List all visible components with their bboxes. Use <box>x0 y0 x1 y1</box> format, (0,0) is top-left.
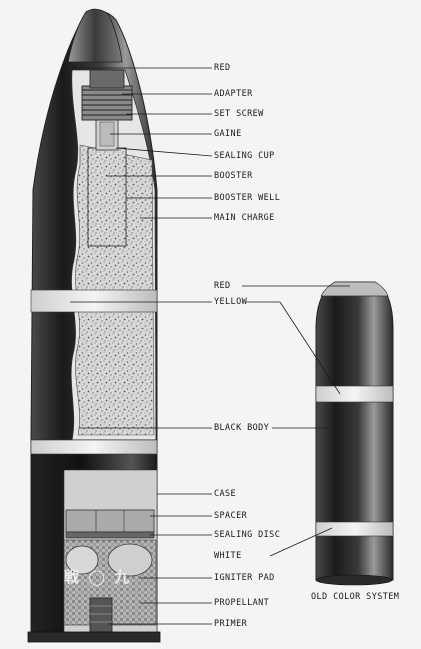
label-primer: PRIMER <box>214 619 248 629</box>
booster-well <box>87 147 127 247</box>
cutaway-round <box>27 8 161 643</box>
leader-white-old <box>269 527 333 557</box>
label-sealing-cup: SEALING CUP <box>214 151 275 161</box>
old-round-nose <box>320 281 389 297</box>
label-adapter: ADAPTER <box>214 89 253 99</box>
old-round-yellow-band <box>315 385 394 403</box>
primer <box>89 597 113 633</box>
caption-old-color-system: OLD COLOR SYSTEM <box>311 592 400 602</box>
old-round-white-band <box>315 521 394 537</box>
leader-yellow-old-diag <box>279 301 341 395</box>
label-yellow: YELLOW <box>214 297 248 307</box>
label-white: WHITE <box>214 551 242 561</box>
label-case: CASE <box>214 489 237 499</box>
label-propellant: PROPELLANT <box>214 598 270 608</box>
label-igniter-pad: IGNITER PAD <box>214 573 275 583</box>
label-red-2: RED <box>214 281 231 291</box>
label-gaine: GAINE <box>214 129 242 139</box>
label-main-charge: MAIN CHARGE <box>214 213 275 223</box>
yellow-band-left <box>30 289 158 313</box>
fuze-head <box>89 69 125 89</box>
igniter-pad <box>65 545 99 575</box>
label-booster-well: BOOSTER WELL <box>214 193 281 203</box>
label-black-body: BLACK BODY <box>214 423 270 433</box>
igniter-pad-lump <box>107 543 153 577</box>
case-base <box>27 631 161 643</box>
sealing-disc <box>65 531 155 539</box>
old-round-base <box>315 574 393 586</box>
label-booster: BOOSTER <box>214 171 253 181</box>
case-mouth-band <box>30 439 158 455</box>
label-red: RED <box>214 63 231 73</box>
nose-tip <box>67 8 123 63</box>
leader-lines <box>70 67 350 625</box>
spacer <box>65 509 155 533</box>
label-set-screw: SET SCREW <box>214 109 264 119</box>
case-marking: 戦 ◯ 九 <box>64 568 132 586</box>
leader-sealing-cup <box>115 147 213 157</box>
label-sealing-disc: SEALING DISC <box>214 530 281 540</box>
old-color-round <box>315 281 394 586</box>
label-spacer: SPACER <box>214 511 248 521</box>
adapter-threads <box>81 85 133 121</box>
